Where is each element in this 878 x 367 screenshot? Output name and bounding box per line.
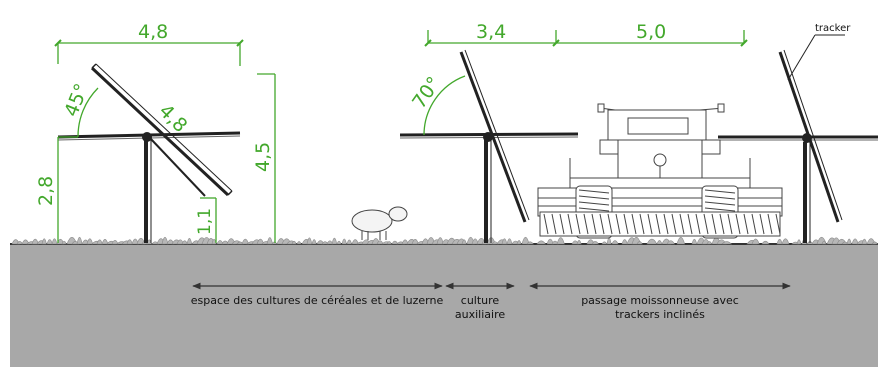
zone-harvester-label-1: passage moissonneuse avec xyxy=(581,294,739,307)
dim-height-2-8: 2,8 xyxy=(35,176,57,206)
dim-angle-70: 70° xyxy=(408,73,445,113)
ground xyxy=(10,244,878,367)
dim-span-5-0: 5,0 xyxy=(636,21,666,43)
right-tracker xyxy=(718,34,878,243)
zone-aux-label-2: auxiliaire xyxy=(455,308,505,321)
zone-aux-label-1: culture xyxy=(461,294,500,307)
harvester xyxy=(537,103,783,239)
sheep xyxy=(351,206,408,240)
vegetation xyxy=(11,236,878,245)
dim-span-3-4: 3,4 xyxy=(476,21,506,43)
dim-angle-45: 45° xyxy=(60,80,93,119)
dim-height-4-5: 4,5 xyxy=(252,142,274,172)
zone-crops-label: espace des cultures de céréales et de lu… xyxy=(191,294,444,307)
dimension-lines xyxy=(57,30,745,243)
dimension-ticks xyxy=(54,39,748,47)
tracker-label: tracker xyxy=(815,23,851,34)
dim-height-1-1: 1,1 xyxy=(195,208,215,235)
middle-tracker xyxy=(399,49,579,243)
dim-span-left: 4,8 xyxy=(138,21,168,43)
left-tracker xyxy=(57,63,241,243)
zone-harvester-label-2: trackers inclinés xyxy=(615,308,705,321)
